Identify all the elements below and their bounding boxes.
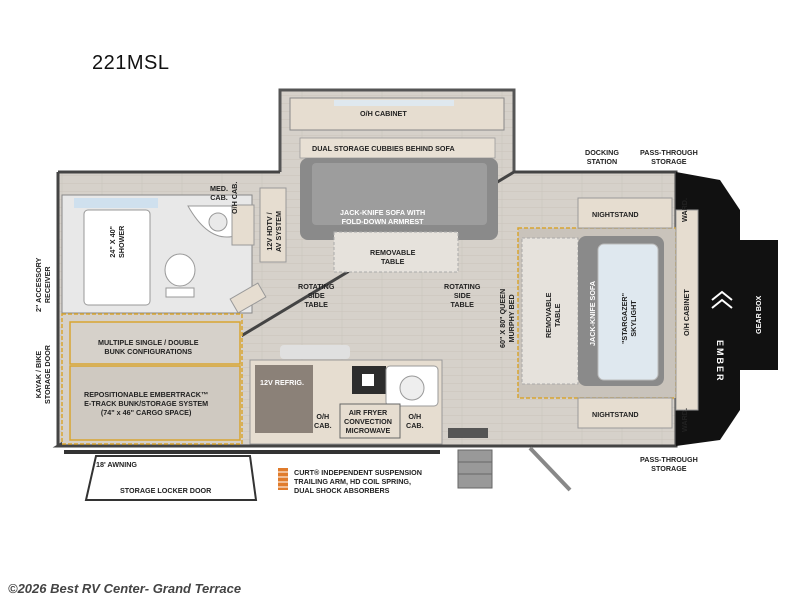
label-ward-top: WARD. <box>680 198 689 222</box>
oh-cabinet-top <box>289 97 505 131</box>
toilet <box>164 253 196 287</box>
shower <box>83 209 151 306</box>
label-dual-storage: DUAL STORAGE CUBBIES BEHIND SOFA <box>312 144 455 153</box>
label-skylight: "STARGAZER" SKYLIGHT <box>620 292 638 344</box>
label-pass-through-bottom: PASS-THROUGH STORAGE <box>640 455 698 473</box>
label-removable-table-top: REMOVABLE TABLE <box>370 248 416 266</box>
label-oh-cab-kitchen-right: O/H CAB. <box>406 412 424 430</box>
refrigerator <box>255 365 313 433</box>
label-rotating-side-table-left: ROTATING SIDE TABLE <box>298 282 335 309</box>
label-air-fryer: AIR FRYER CONVECTION MICROWAVE <box>344 408 392 435</box>
microwave <box>339 403 401 439</box>
label-refrig: 12V REFRIG. <box>260 378 304 387</box>
label-nightstand-top: NIGHTSTAND <box>592 210 639 219</box>
label-rotating-side-table-right: ROTATING SIDE TABLE <box>444 282 481 309</box>
tv-cabinet <box>259 187 287 263</box>
label-jack-knife-sofa-right: JACK-KNIFE SOFA <box>588 280 597 346</box>
entry-door <box>448 428 488 438</box>
embertrack-box <box>69 365 241 441</box>
label-oh-cabinet-right: O/H CABINET <box>682 289 691 336</box>
removable-table-right <box>521 237 579 385</box>
nightstand-top <box>577 197 673 229</box>
label-gear-box: GEAR BOX <box>754 295 763 334</box>
label-pass-through-top: PASS-THROUGH STORAGE <box>640 148 698 166</box>
label-kayak-door: KAYAK / BIKE STORAGE DOOR <box>34 345 52 404</box>
door-swing <box>528 446 572 492</box>
storage-locker-door <box>84 455 258 501</box>
label-ember: EMBER <box>715 340 725 383</box>
ac-unit <box>229 282 267 314</box>
label-oh-cabinet-top: O/H CABINET <box>360 109 407 118</box>
ember-logo-icon <box>711 290 733 309</box>
label-docking-station: DOCKING STATION <box>585 148 619 166</box>
label-removable-table-right: REMOVABLE TABLE <box>544 292 562 338</box>
label-bunk-config: MULTIPLE SINGLE / DOUBLE BUNK CONFIGURAT… <box>98 338 199 356</box>
label-med-cab: MED. CAB. <box>210 184 228 202</box>
gear-box <box>738 240 778 370</box>
label-embertrack: REPOSITIONABLE EMBERTRACK™ E-TRACK BUNK/… <box>84 390 209 417</box>
label-shower: 24" X 40" SHOWER <box>108 225 126 258</box>
label-jack-knife-sofa-top: JACK-KNIFE SOFA WITH FOLD-DOWN ARMREST <box>340 208 426 226</box>
nightstand-bottom <box>577 397 673 429</box>
label-awning: 18' AWNING <box>96 460 137 469</box>
label-nightstand-bottom: NIGHTSTAND <box>592 410 639 419</box>
oh-cabinet-right <box>675 209 699 411</box>
label-suspension: CURT® INDEPENDENT SUSPENSION TRAILING AR… <box>294 468 422 495</box>
skylight <box>597 243 659 381</box>
label-murphy-bed: 60" X 80" QUEEN MURPHY BED <box>498 288 516 348</box>
entry-steps <box>457 449 493 489</box>
coil-spring-icon <box>278 468 288 490</box>
bunk-config-box <box>69 321 241 365</box>
removable-table-top <box>333 231 459 273</box>
label-oh-cab-left: O/H CAB. <box>230 181 239 214</box>
model-title: 221MSL <box>92 52 170 74</box>
watermark: ©2026 Best RV Center- Grand Terrace <box>8 581 242 596</box>
label-storage-locker: STORAGE LOCKER DOOR <box>120 486 212 495</box>
label-oh-cab-kitchen-left: O/H CAB. <box>314 412 332 430</box>
label-accessory-receiver: 2" ACCESSORY RECEIVER <box>34 257 52 312</box>
med-cab <box>231 204 255 246</box>
label-hdtv: 12V HDTV / AV SYSTEM <box>265 210 283 252</box>
label-ward-bottom: WARD. <box>680 408 689 432</box>
